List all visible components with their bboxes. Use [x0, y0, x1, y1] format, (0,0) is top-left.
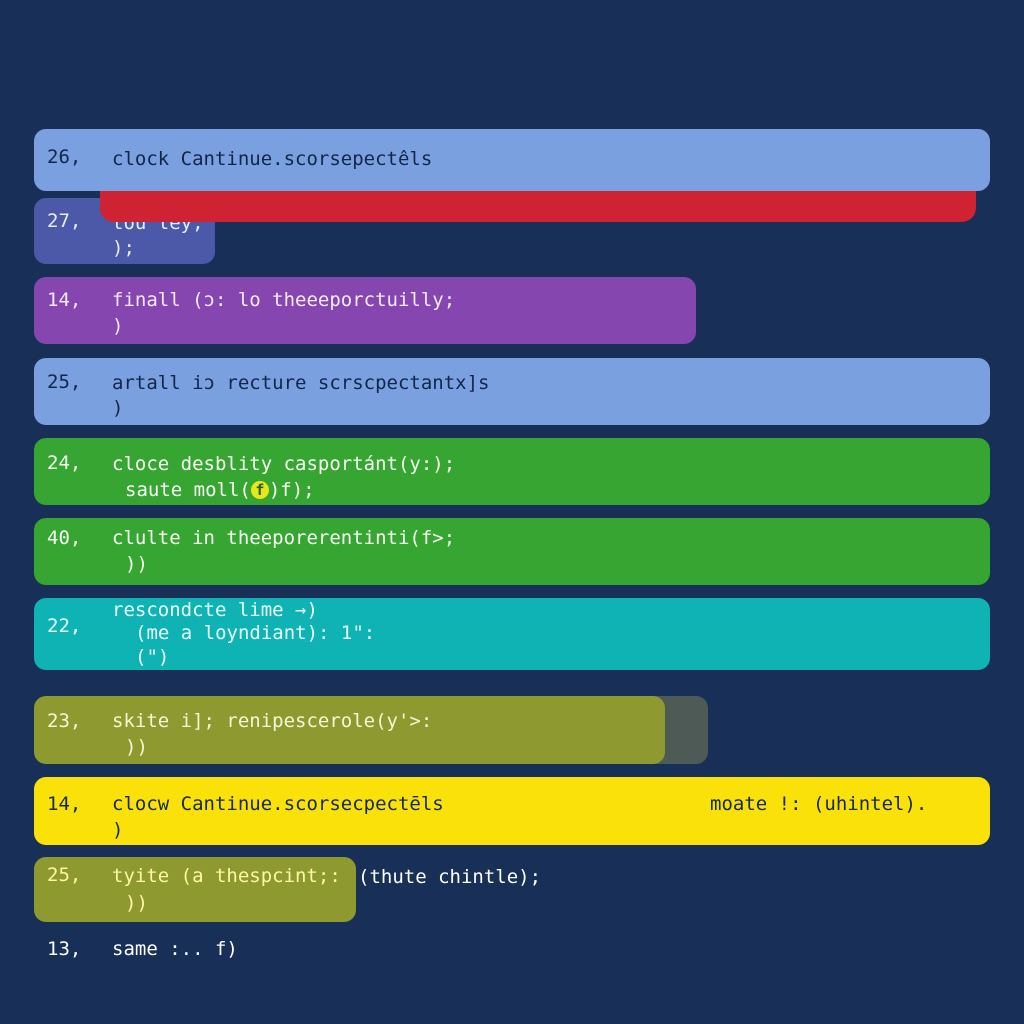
error-highlight-bar	[100, 186, 976, 222]
code-text: tyite (a thespcint;:	[112, 865, 341, 887]
code-text: );	[112, 237, 135, 259]
code-text: (me a loyndiant): 1":	[135, 622, 376, 644]
code-text: artall iɔ recture scrscpectantx]s	[112, 372, 490, 394]
code-line[interactable]: 14, clocw Cantinue.scorsecpectēls ) moat…	[34, 777, 990, 845]
code-text: moate !: (uhintel).	[710, 793, 928, 815]
code-line[interactable]: 24, cloce desblity casportánt(y:); saute…	[34, 438, 990, 505]
code-line[interactable]: 25, artall iɔ recture scrscpectantx]s )	[34, 358, 990, 425]
code-line[interactable]: 23, skite i]; renipescerole(y'>: ))	[34, 696, 665, 764]
code-text: skite i]; renipescerole(y'>:	[112, 710, 433, 732]
code-line[interactable]: 14, finall (ɔ: lo theeeporctuilly; )	[34, 277, 696, 344]
code-line[interactable]: 22, rescondcte lime →) (me a loyndiant):…	[34, 598, 990, 670]
line-number: 22,	[47, 615, 82, 637]
code-text: same :.. f)	[112, 938, 238, 960]
code-text: finall (ɔ: lo theeeporctuilly;	[112, 289, 456, 311]
code-text: clock Cantinue.scorsepectêls	[112, 148, 433, 170]
code-text: (")	[135, 646, 170, 668]
code-text: clocw Cantinue.scorsecpectēls	[112, 793, 444, 815]
code-text: cloce desblity casportánt(y:);	[112, 453, 456, 475]
line-number: 27,	[47, 210, 82, 232]
code-line[interactable]: 25, tyite (a thespcint;: ))	[34, 857, 356, 922]
line-number: 25,	[47, 371, 82, 393]
code-line[interactable]: 40, clulte in theeporerentinti(f>; ))	[34, 518, 990, 585]
line-number: 25,	[47, 864, 82, 886]
code-line[interactable]: 13, same :.. f)	[34, 930, 534, 970]
line-number: 24,	[47, 452, 82, 474]
code-text: ))	[125, 736, 148, 758]
line-number: 26,	[47, 146, 82, 168]
code-text: ))	[125, 553, 148, 575]
code-text: )	[112, 397, 124, 419]
line-number: 23,	[47, 710, 82, 732]
code-text: saute moll(f)f);	[125, 479, 315, 501]
code-text: rescondcte lime →)	[112, 599, 318, 621]
code-text: clulte in theeporerentinti(f>;	[112, 527, 456, 549]
code-text: )	[112, 315, 124, 337]
line-number: 13,	[47, 938, 82, 960]
code-text: (thute chintle);	[358, 866, 542, 888]
line-number: 14,	[47, 793, 82, 815]
line-number: 40,	[47, 527, 82, 549]
breakpoint-marker[interactable]: f	[250, 481, 269, 499]
code-text: ))	[125, 892, 148, 914]
code-text: )	[112, 819, 124, 841]
line-number: 14,	[47, 289, 82, 311]
code-line[interactable]: 26, clock Cantinue.scorsepectêls	[34, 129, 990, 191]
